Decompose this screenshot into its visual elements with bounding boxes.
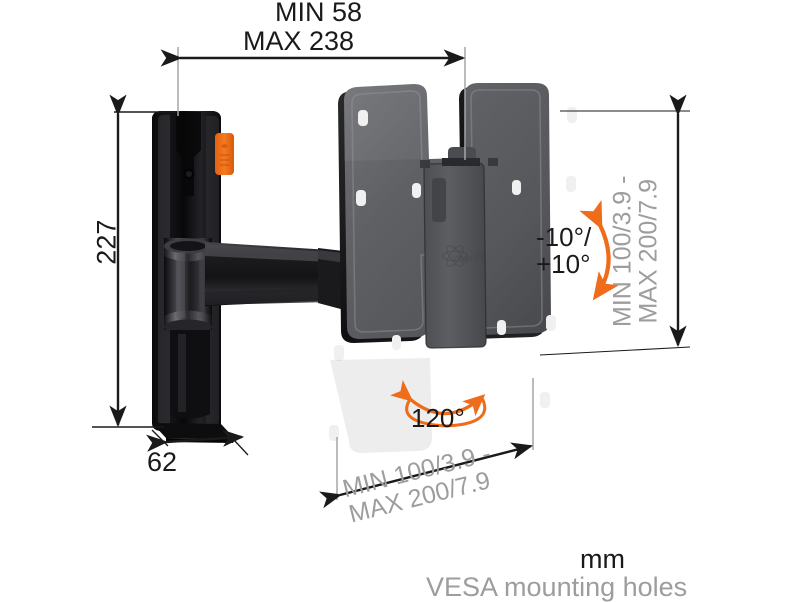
label-wallplate-depth: 62 <box>147 447 178 477</box>
tilt-arc <box>579 199 619 301</box>
label-swivel-angle: 120° <box>411 403 465 433</box>
label-depth-max: MAX 238 <box>243 26 355 56</box>
tv-bracket-plate: vogel's <box>329 83 577 453</box>
label-height: 227 <box>91 219 122 265</box>
extension-lines <box>177 47 534 500</box>
label-tilt-angle: -10°/ +10° <box>536 222 592 280</box>
label-unit: mm <box>580 544 625 574</box>
release-tab <box>215 133 234 175</box>
dim-line-height <box>92 94 176 428</box>
dim-line-vesa-vertical <box>539 94 691 356</box>
label-vesa-caption: VESA mounting holes <box>426 572 688 602</box>
svg-text:vogel's: vogel's <box>452 250 486 264</box>
label-depth-min: MIN 58 <box>275 0 363 27</box>
dim-line-vesa-horizontal <box>319 442 534 509</box>
hinge-column <box>164 238 212 419</box>
brand-logo: vogel's <box>442 245 486 267</box>
label-vesa-vertical: MIN 100/3.9 - MAX 200/7.9 <box>608 175 663 327</box>
dim-line-wallplate-depth <box>146 429 249 456</box>
swivel-arc <box>390 380 487 428</box>
